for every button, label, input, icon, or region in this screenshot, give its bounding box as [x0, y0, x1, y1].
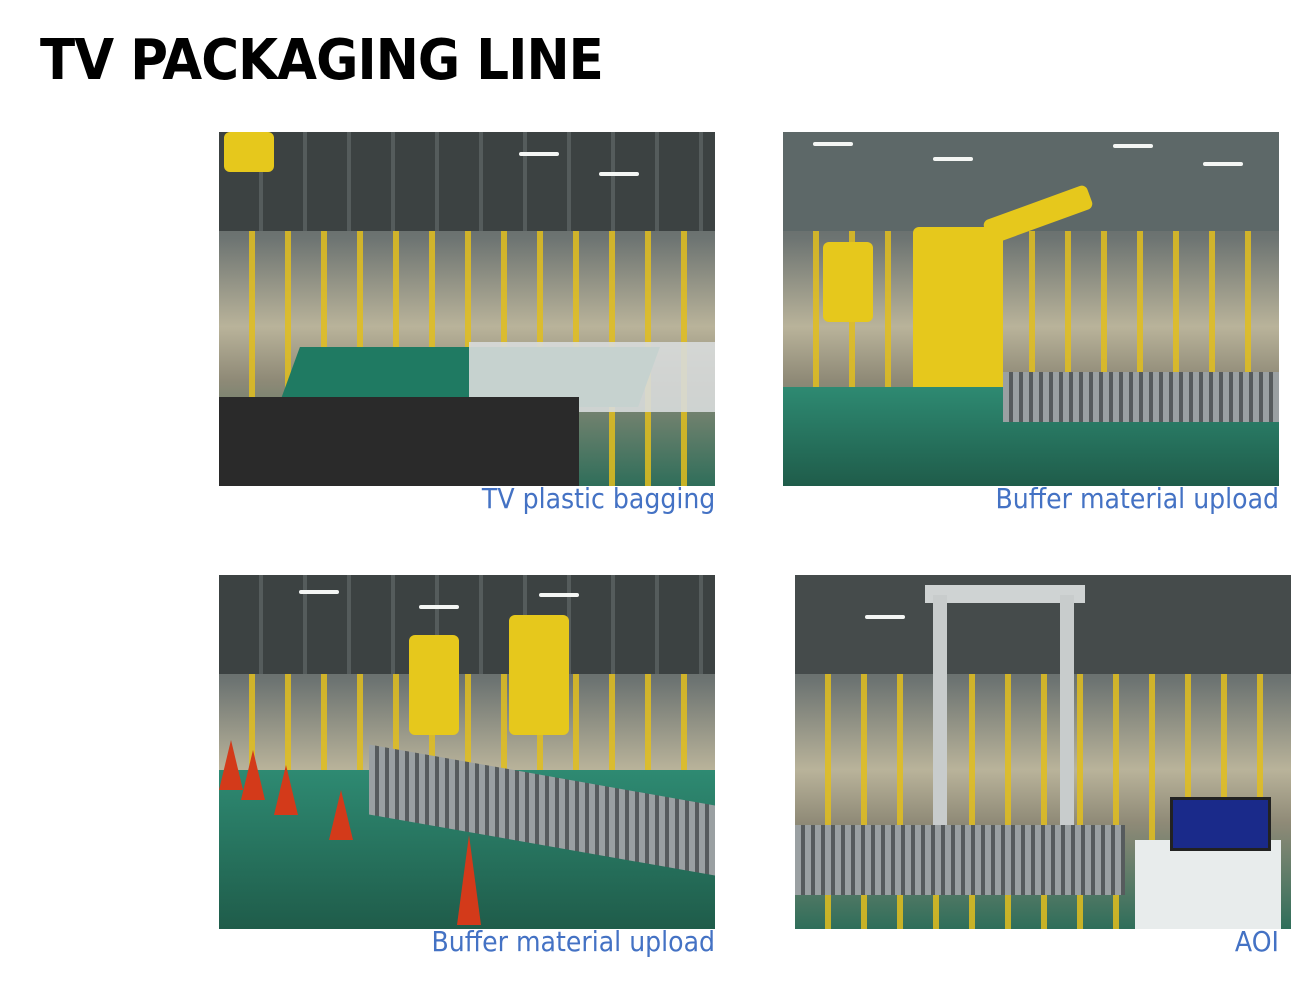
caption-buffer-material-upload-1: Buffer material upload — [995, 482, 1279, 515]
photo-buffer-material-upload-2 — [219, 575, 715, 929]
photo-tv-plastic-bagging — [219, 132, 715, 486]
photo-aoi — [795, 575, 1291, 929]
caption-buffer-material-upload-2: Buffer material upload — [431, 925, 715, 958]
monitor — [1170, 797, 1271, 851]
caption-aoi: AOI — [1234, 925, 1279, 958]
caption-tv-plastic-bagging: TV plastic bagging — [481, 482, 715, 515]
photo-buffer-material-upload-1 — [783, 132, 1279, 486]
page-title: TV PACKAGING LINE — [40, 28, 604, 93]
